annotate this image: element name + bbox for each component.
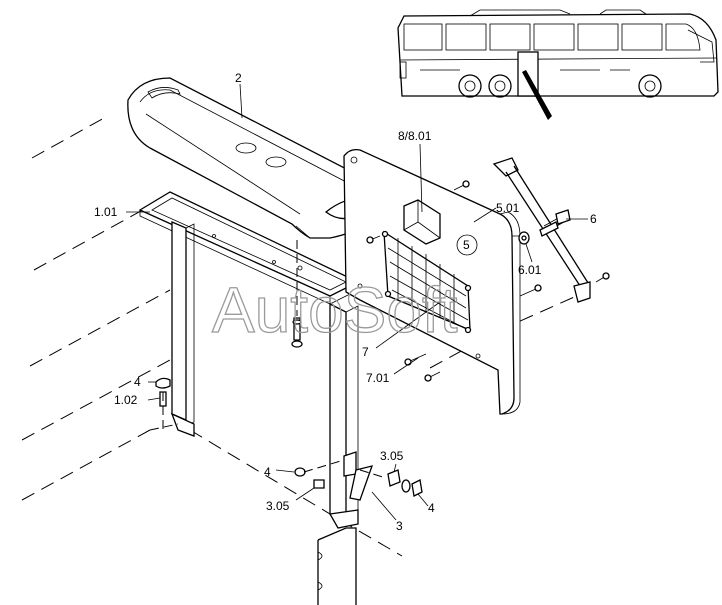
floor-post [317,527,357,605]
watermark: AutoSoft [212,274,458,346]
label-5: 5 [463,238,470,252]
label-1-02: 1.02 [114,393,138,407]
label-4-lower: 4 [264,465,271,479]
label-4-right: 4 [428,501,435,515]
part-frame [138,191,374,529]
callout-circle-5 [456,234,478,256]
fasteners [149,180,610,497]
label-8-8-01: 8/8.01 [398,129,432,143]
label-6: 6 [590,212,597,226]
part-reading-lamp [403,199,441,245]
label-3-05-left: 3.05 [266,499,290,513]
label-3-05-right: 3.05 [380,449,404,463]
label-6-01: 6.01 [518,263,542,277]
part-labels: 2 8/8.01 1.01 5.01 6 5 6.01 7 7.01 4 1.0… [94,71,597,533]
leader-lines [126,83,588,521]
label-1-01: 1.01 [94,205,118,219]
label-3: 3 [396,519,403,533]
label-5-01: 5.01 [496,201,520,215]
label-4-left: 4 [134,375,141,389]
part-net-pocket [381,230,472,334]
label-7-01: 7.01 [366,371,390,385]
label-7: 7 [362,345,369,359]
coach-inset [397,9,719,120]
label-2: 2 [235,71,242,85]
